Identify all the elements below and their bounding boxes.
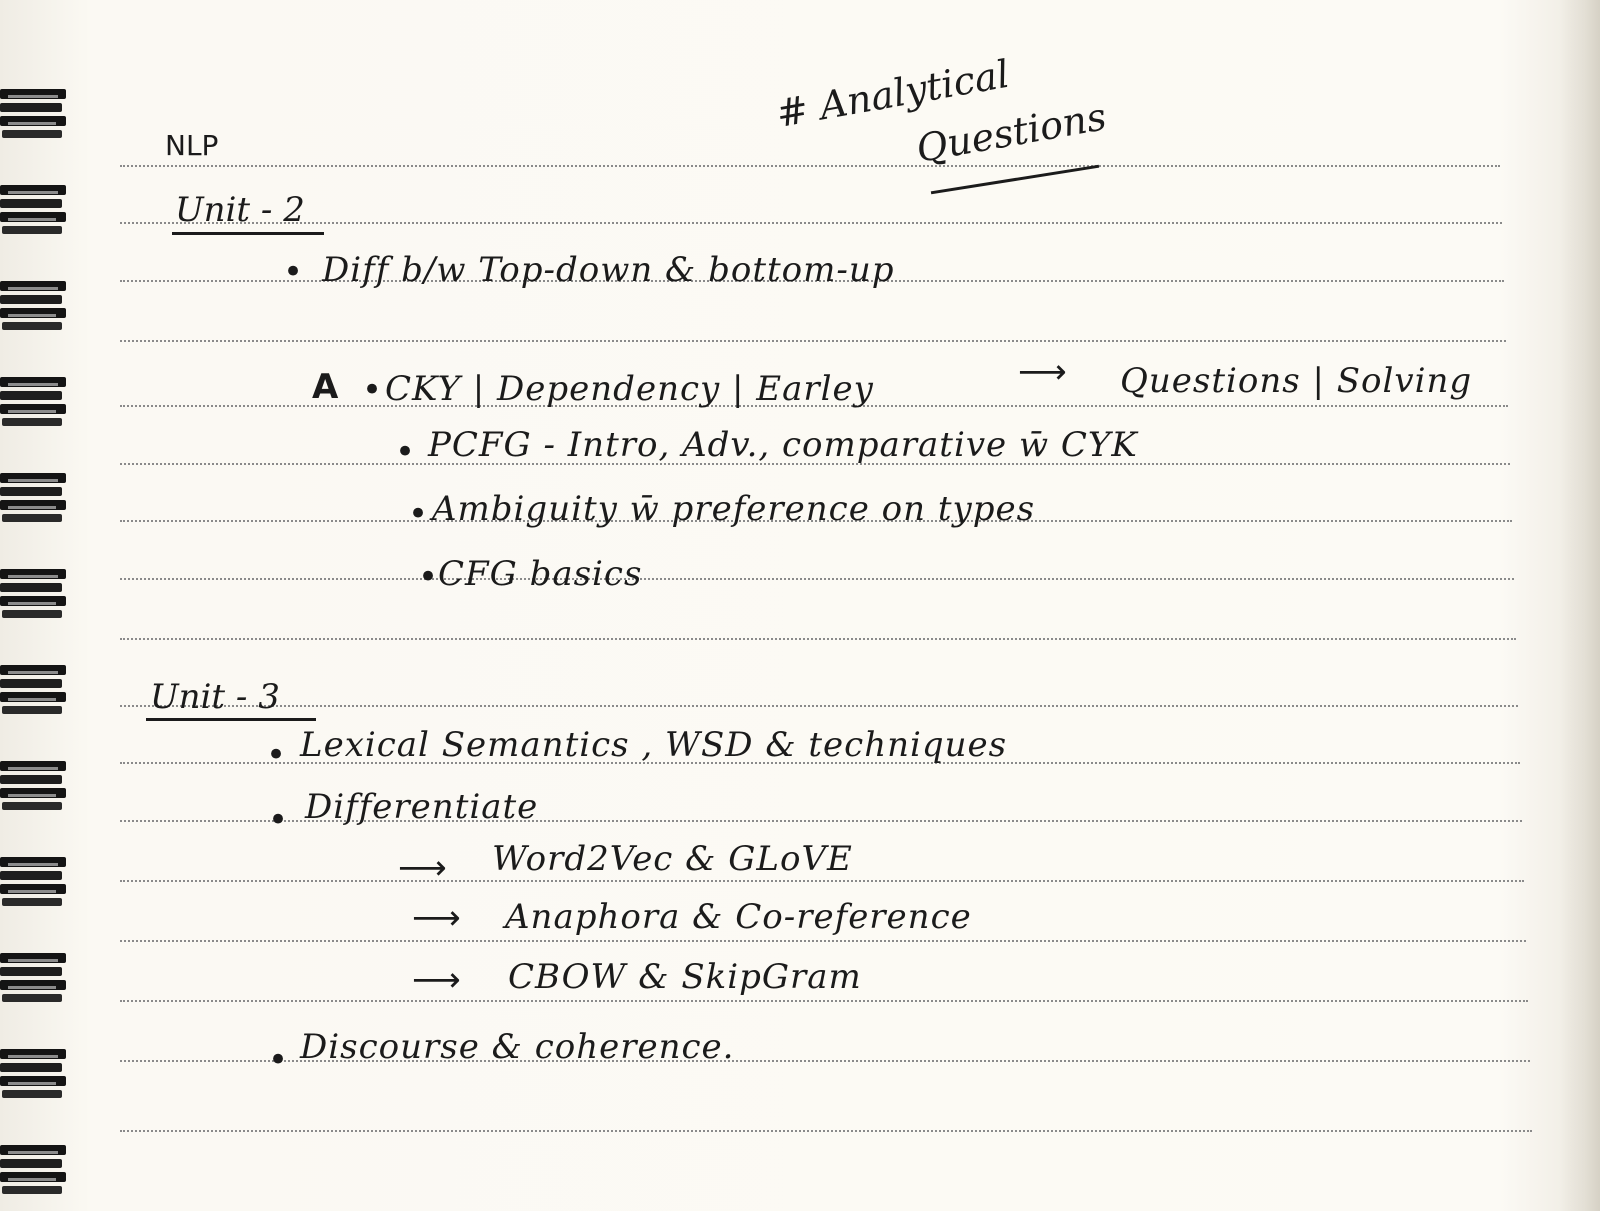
spiral-binding-icon	[0, 569, 66, 618]
ruled-line	[120, 578, 1514, 580]
bullet-dot-icon: •	[268, 800, 289, 840]
bullet-dot-icon: •	[408, 494, 429, 534]
unit3-item-lexical: Lexical Semantics , WSD & techniques	[300, 725, 1008, 765]
star-mark: A	[312, 367, 340, 407]
unit2-title: Unit - 2	[175, 190, 305, 230]
right-arrow-icon: ⟶	[1018, 352, 1067, 392]
spiral-binding-icon	[0, 857, 66, 906]
spiral-binding-icon	[0, 185, 66, 234]
spiral-binding-icon	[0, 281, 66, 330]
ruled-line	[120, 940, 1526, 942]
right-arrow-icon: ⟶	[398, 848, 447, 888]
unit3-title: Unit - 3	[150, 677, 280, 717]
unit3-sub-cbow: CBOW & SkipGram	[508, 957, 862, 997]
unit3-sub-word2vec: Word2Vec & GLoVE	[492, 839, 853, 879]
tag-questions: Questions	[912, 94, 1110, 171]
unit2-item-cfg: CFG basics	[438, 554, 643, 594]
unit2-item-cky: CKY | Dependency | Earley	[385, 369, 874, 409]
right-arrow-icon: ⟶	[412, 960, 461, 1000]
unit3-sub-anaphora: Anaphora & Co-reference	[505, 897, 972, 937]
spiral-binding-icon	[0, 89, 66, 138]
unit2-item-diff: Diff b/w Top-down & bottom-up	[322, 250, 895, 290]
spiral-binding-icon	[0, 953, 66, 1002]
ruled-line	[120, 165, 1500, 167]
bullet-dot-icon: •	[268, 1040, 289, 1080]
ruled-line	[120, 463, 1510, 465]
spiral-binding-icon	[0, 377, 66, 426]
ruled-line	[120, 820, 1522, 822]
ruled-line	[120, 1060, 1530, 1062]
ruled-line	[120, 638, 1516, 640]
ruled-line	[120, 280, 1504, 282]
ruled-line	[120, 880, 1524, 882]
ruled-line	[120, 520, 1512, 522]
unit3-title-underline	[146, 718, 316, 721]
right-arrow-icon: ⟶	[412, 898, 461, 938]
spiral-binding-icon	[0, 761, 66, 810]
ruled-line	[120, 1000, 1528, 1002]
unit2-item-ambiguity: Ambiguity w̄ preference on types	[432, 489, 1036, 529]
unit3-item-differentiate: Differentiate	[305, 787, 539, 827]
cky-target: Questions | Solving	[1120, 361, 1473, 401]
ruled-line	[120, 340, 1506, 342]
tag-underline	[930, 164, 1100, 195]
ruled-line	[120, 705, 1518, 707]
spiral-binding-icon	[0, 1145, 66, 1194]
bullet-dot-icon: •	[266, 735, 287, 775]
ruled-line	[120, 762, 1520, 764]
unit2-title-underline	[172, 232, 324, 235]
ruled-line	[120, 1130, 1532, 1132]
ruled-line	[120, 405, 1508, 407]
ruled-line	[120, 222, 1502, 224]
spiral-binding-icon	[0, 473, 66, 522]
page-edge-shadow	[1560, 0, 1600, 1211]
unit3-item-discourse: Discourse & coherence.	[300, 1027, 735, 1067]
bullet-dot-icon: •	[283, 252, 304, 292]
spiral-binding-icon	[0, 1049, 66, 1098]
unit2-item-pcfg: PCFG - Intro, Adv., comparative w̄ CYK	[428, 425, 1138, 465]
bullet-dot-icon: •	[418, 557, 439, 597]
subject-label: NLP	[165, 129, 219, 162]
bullet-dot-icon: •	[395, 432, 416, 472]
spiral-binding-icon	[0, 665, 66, 714]
bullet-dot-icon: •	[362, 370, 383, 410]
